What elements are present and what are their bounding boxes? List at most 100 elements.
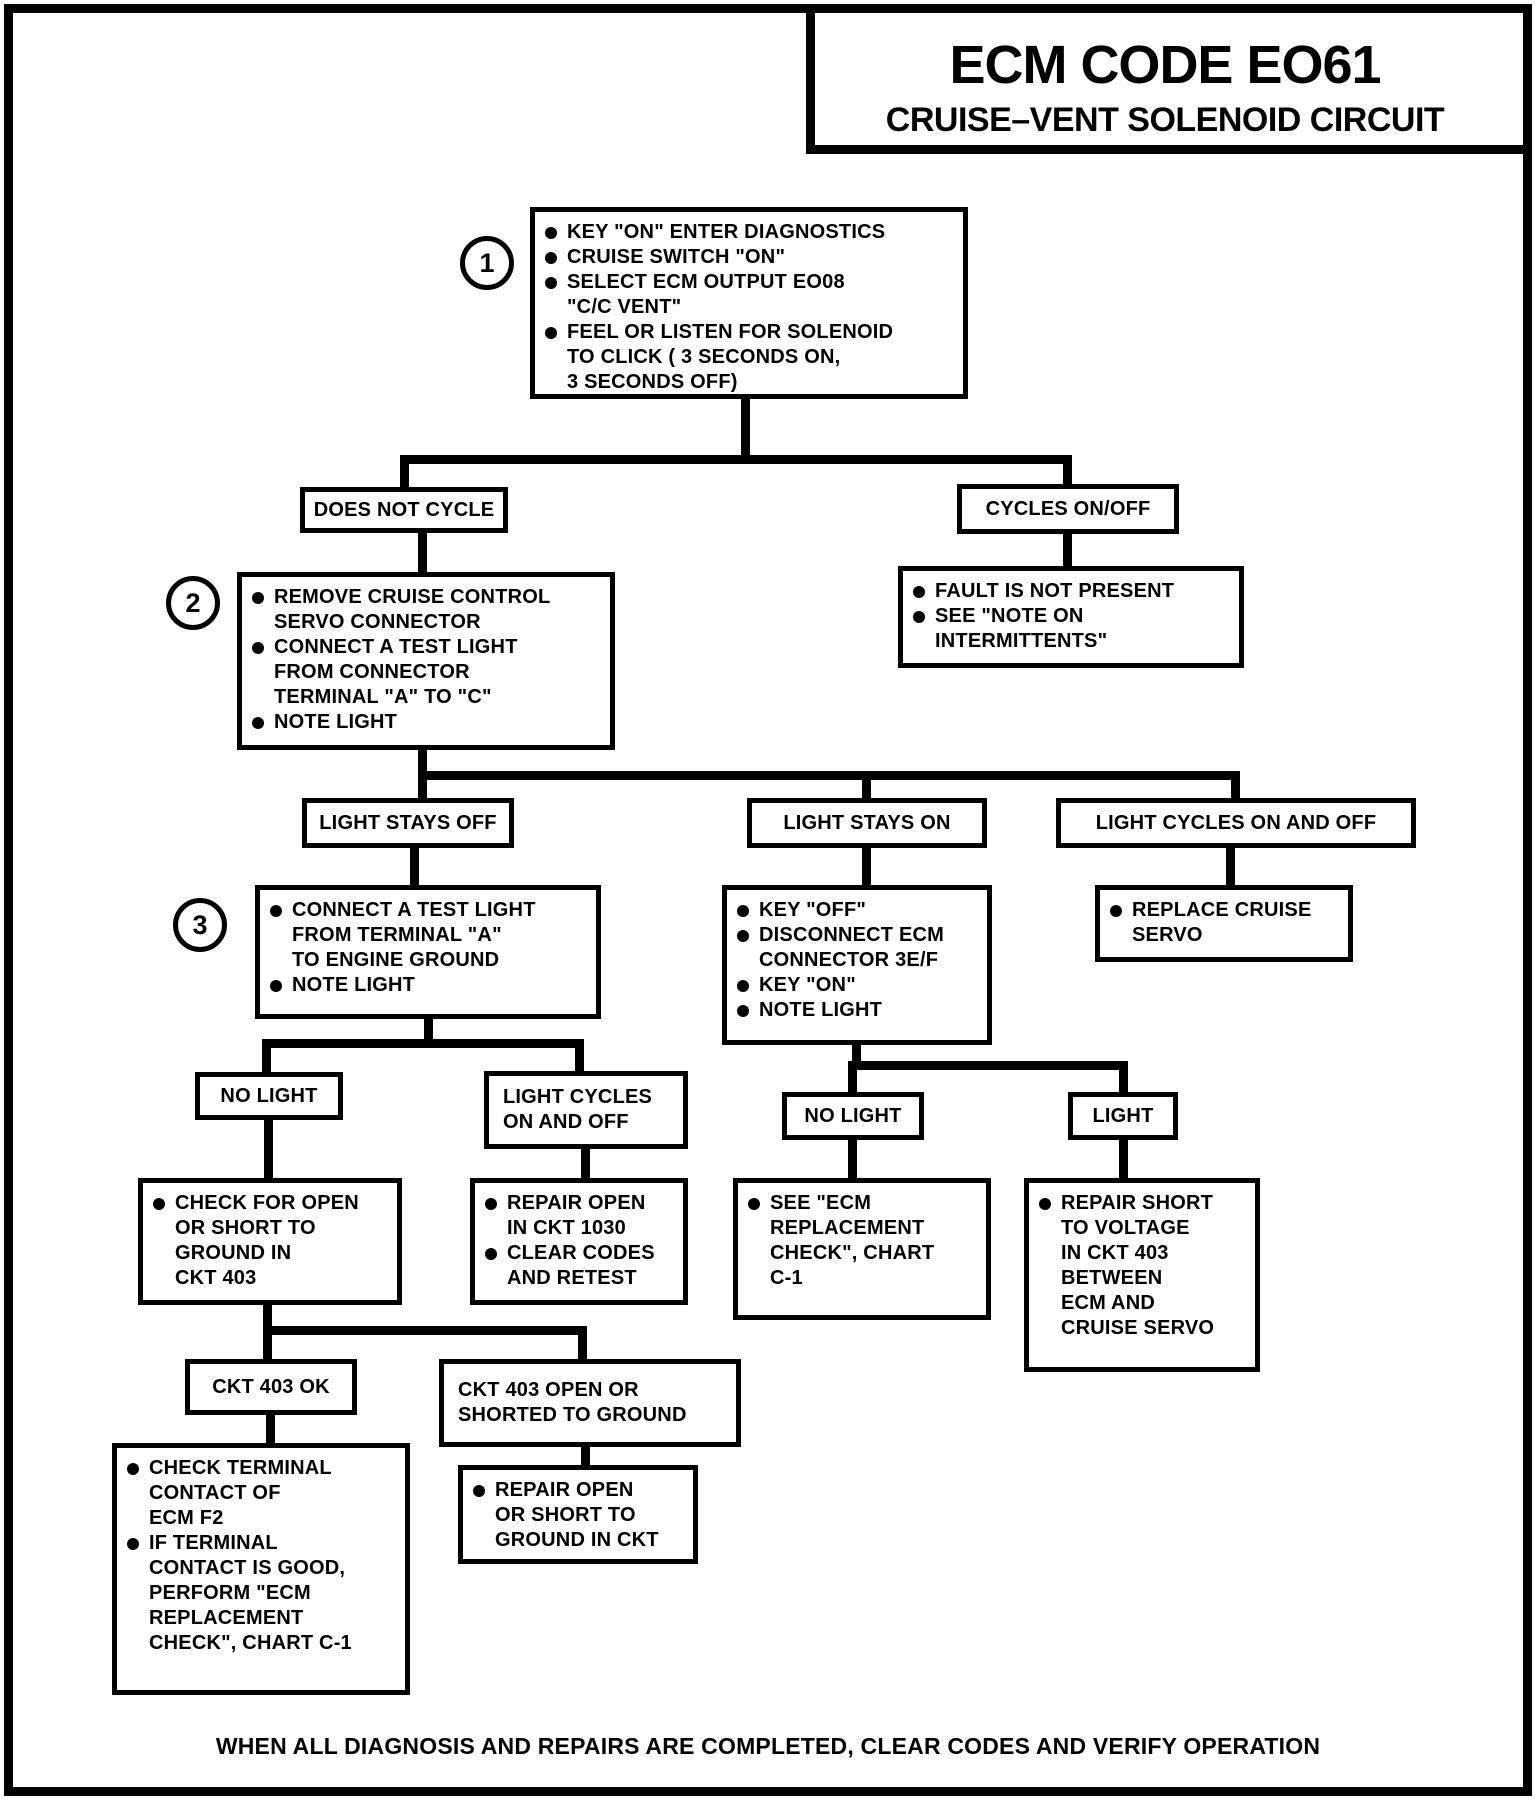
connector-line <box>575 1039 584 1071</box>
bullet-icon <box>913 586 925 598</box>
connector-line <box>262 1039 271 1072</box>
connector-line <box>418 771 1240 780</box>
box-fault-not-present: FAULT IS NOT PRESENT SEE "NOTE ON INTERM… <box>898 566 1244 668</box>
bullet-text: KEY "ON" ENTER DIAGNOSTICS <box>567 221 886 243</box>
bullet-icon <box>270 980 282 992</box>
bullet-text: FEEL OR LISTEN FOR SOLENOID TO CLICK ( 3… <box>567 321 894 393</box>
bullet-icon <box>485 1198 497 1210</box>
bullet-item: SELECT ECM OUTPUT EO08 "C/C VENT" <box>545 270 953 320</box>
bullet-icon <box>545 252 557 264</box>
bullet-text: NOTE LIGHT <box>759 999 883 1021</box>
bullet-item: REPAIR OPEN IN CKT 1030 <box>485 1191 673 1241</box>
box-check-terminal-contact: CHECK TERMINAL CONTACT OF ECM F2 IF TERM… <box>112 1443 410 1695</box>
connector-line <box>581 1147 590 1180</box>
bullet-item: CLEAR CODES AND RETEST <box>485 1241 673 1291</box>
bullet-icon <box>545 277 557 289</box>
bullet-item: CRUISE SWITCH "ON" <box>545 245 953 270</box>
connector-line <box>741 395 750 464</box>
bullet-item: CONNECT A TEST LIGHT FROM CONNECTOR TERM… <box>252 635 600 710</box>
bullet-item: NOTE LIGHT <box>270 973 586 998</box>
box-repair-open-ckt: REPAIR OPEN OR SHORT TO GROUND IN CKT <box>458 1465 698 1564</box>
connector-line <box>862 771 871 802</box>
bullet-text: REPAIR OPEN OR SHORT TO GROUND IN CKT <box>495 1479 659 1551</box>
label-does-not-cycle: DOES NOT CYCLE <box>300 487 508 533</box>
box-see-ecm-replacement: SEE "ECM REPLACEMENT CHECK", CHART C-1 <box>733 1178 991 1320</box>
bullet-icon <box>737 1005 749 1017</box>
page-subtitle: CRUISE–VENT SOLENOID CIRCUIT <box>885 101 1445 139</box>
connector-line <box>1119 1138 1128 1180</box>
box-repair-short-voltage: REPAIR SHORT TO VOLTAGE IN CKT 403 BETWE… <box>1024 1178 1260 1372</box>
bullet-icon <box>545 227 557 239</box>
bullet-text: REPAIR SHORT TO VOLTAGE IN CKT 403 BETWE… <box>1061 1192 1215 1339</box>
connector-line <box>266 1413 275 1445</box>
bullet-icon <box>737 905 749 917</box>
bullet-icon <box>153 1198 165 1210</box>
bullet-text: CHECK TERMINAL CONTACT OF ECM F2 <box>149 1457 332 1529</box>
bullet-item: NOTE LIGHT <box>737 998 977 1023</box>
bullet-icon <box>127 1463 139 1475</box>
bullet-text: CONNECT A TEST LIGHT FROM TERMINAL "A" T… <box>292 899 536 971</box>
page-title: ECM CODE EO61 <box>949 35 1381 95</box>
footer-note: WHEN ALL DIAGNOSIS AND REPAIRS ARE COMPL… <box>215 1733 1321 1759</box>
bullet-text: SEE "ECM REPLACEMENT CHECK", CHART C-1 <box>770 1192 935 1289</box>
label-light-cycles-on-and-off: LIGHT CYCLES ON AND OFF <box>1056 798 1416 848</box>
step-circle-1: 1 <box>460 236 514 290</box>
bullet-item: REPAIR SHORT TO VOLTAGE IN CKT 403 BETWE… <box>1039 1191 1245 1341</box>
bullet-icon <box>1039 1198 1051 1210</box>
bullet-icon <box>1110 905 1122 917</box>
label-light-stays-off: LIGHT STAYS OFF <box>302 798 514 848</box>
label-cycles-on-off: CYCLES ON/OFF <box>957 484 1179 534</box>
bullet-text: REMOVE CRUISE CONTROL SERVO CONNECTOR <box>274 586 551 633</box>
bullet-icon <box>252 642 264 654</box>
label-no-light-mid: NO LIGHT <box>782 1092 924 1140</box>
box-repair-open-ckt1030: REPAIR OPEN IN CKT 1030 CLEAR CODES AND … <box>470 1178 688 1305</box>
bullet-item: CHECK FOR OPEN OR SHORT TO GROUND IN CKT… <box>153 1191 387 1291</box>
box-step1-diagnostics: KEY "ON" ENTER DIAGNOSTICS CRUISE SWITCH… <box>530 207 968 399</box>
label-light-stays-on: LIGHT STAYS ON <box>747 798 987 848</box>
bullet-item: KEY "ON" ENTER DIAGNOSTICS <box>545 220 953 245</box>
label-light-cycles-sub: LIGHT CYCLES ON AND OFF <box>484 1071 688 1149</box>
label-ckt-403-ok: CKT 403 OK <box>185 1359 357 1415</box>
connector-line <box>852 1061 1128 1070</box>
page-border <box>4 4 1532 1796</box>
bullet-text: CHECK FOR OPEN OR SHORT TO GROUND IN CKT… <box>175 1192 359 1289</box>
bullet-item: FAULT IS NOT PRESENT <box>913 579 1229 604</box>
connector-line <box>1063 532 1072 570</box>
bullet-icon <box>737 930 749 942</box>
step-circle-3: 3 <box>173 898 227 952</box>
box-key-off-disconnect-ecm: KEY "OFF" DISCONNECT ECM CONNECTOR 3E/F … <box>722 885 992 1045</box>
bullet-item: KEY "ON" <box>737 973 977 998</box>
connector-line <box>862 846 871 888</box>
bullet-item: DISCONNECT ECM CONNECTOR 3E/F <box>737 923 977 973</box>
bullet-icon <box>252 592 264 604</box>
bullet-icon <box>270 905 282 917</box>
bullet-icon <box>913 611 925 623</box>
bullet-item: REPLACE CRUISE SERVO <box>1110 898 1338 948</box>
bullet-icon <box>127 1538 139 1550</box>
connector-line <box>1231 771 1240 802</box>
box-step3-engine-ground: CONNECT A TEST LIGHT FROM TERMINAL "A" T… <box>255 885 601 1019</box>
connector-line <box>424 1015 433 1048</box>
bullet-item: SEE "ECM REPLACEMENT CHECK", CHART C-1 <box>748 1191 976 1291</box>
bullet-text: NOTE LIGHT <box>274 711 398 733</box>
bullet-icon <box>737 980 749 992</box>
bullet-text: KEY "ON" <box>759 974 856 996</box>
bullet-text: CONNECT A TEST LIGHT FROM CONNECTOR TERM… <box>274 636 518 708</box>
connector-line <box>1063 455 1072 488</box>
connector-line <box>848 1138 857 1180</box>
label-no-light-left: NO LIGHT <box>195 1072 343 1120</box>
bullet-text: NOTE LIGHT <box>292 974 416 996</box>
title-divider-vertical <box>806 13 815 154</box>
bullet-text: IF TERMINAL CONTACT IS GOOD, PERFORM "EC… <box>149 1532 352 1654</box>
bullet-text: KEY "OFF" <box>759 899 867 921</box>
bullet-icon <box>545 327 557 339</box>
box-step2-test-light: REMOVE CRUISE CONTROL SERVO CONNECTOR CO… <box>237 572 615 750</box>
bullet-text: FAULT IS NOT PRESENT <box>935 580 1175 602</box>
bullet-item: CHECK TERMINAL CONTACT OF ECM F2 <box>127 1456 395 1531</box>
bullet-icon <box>252 717 264 729</box>
connector-line <box>410 846 419 888</box>
label-light: LIGHT <box>1068 1092 1178 1140</box>
bullet-item: IF TERMINAL CONTACT IS GOOD, PERFORM "EC… <box>127 1531 395 1656</box>
title-divider-horizontal <box>806 145 1523 154</box>
